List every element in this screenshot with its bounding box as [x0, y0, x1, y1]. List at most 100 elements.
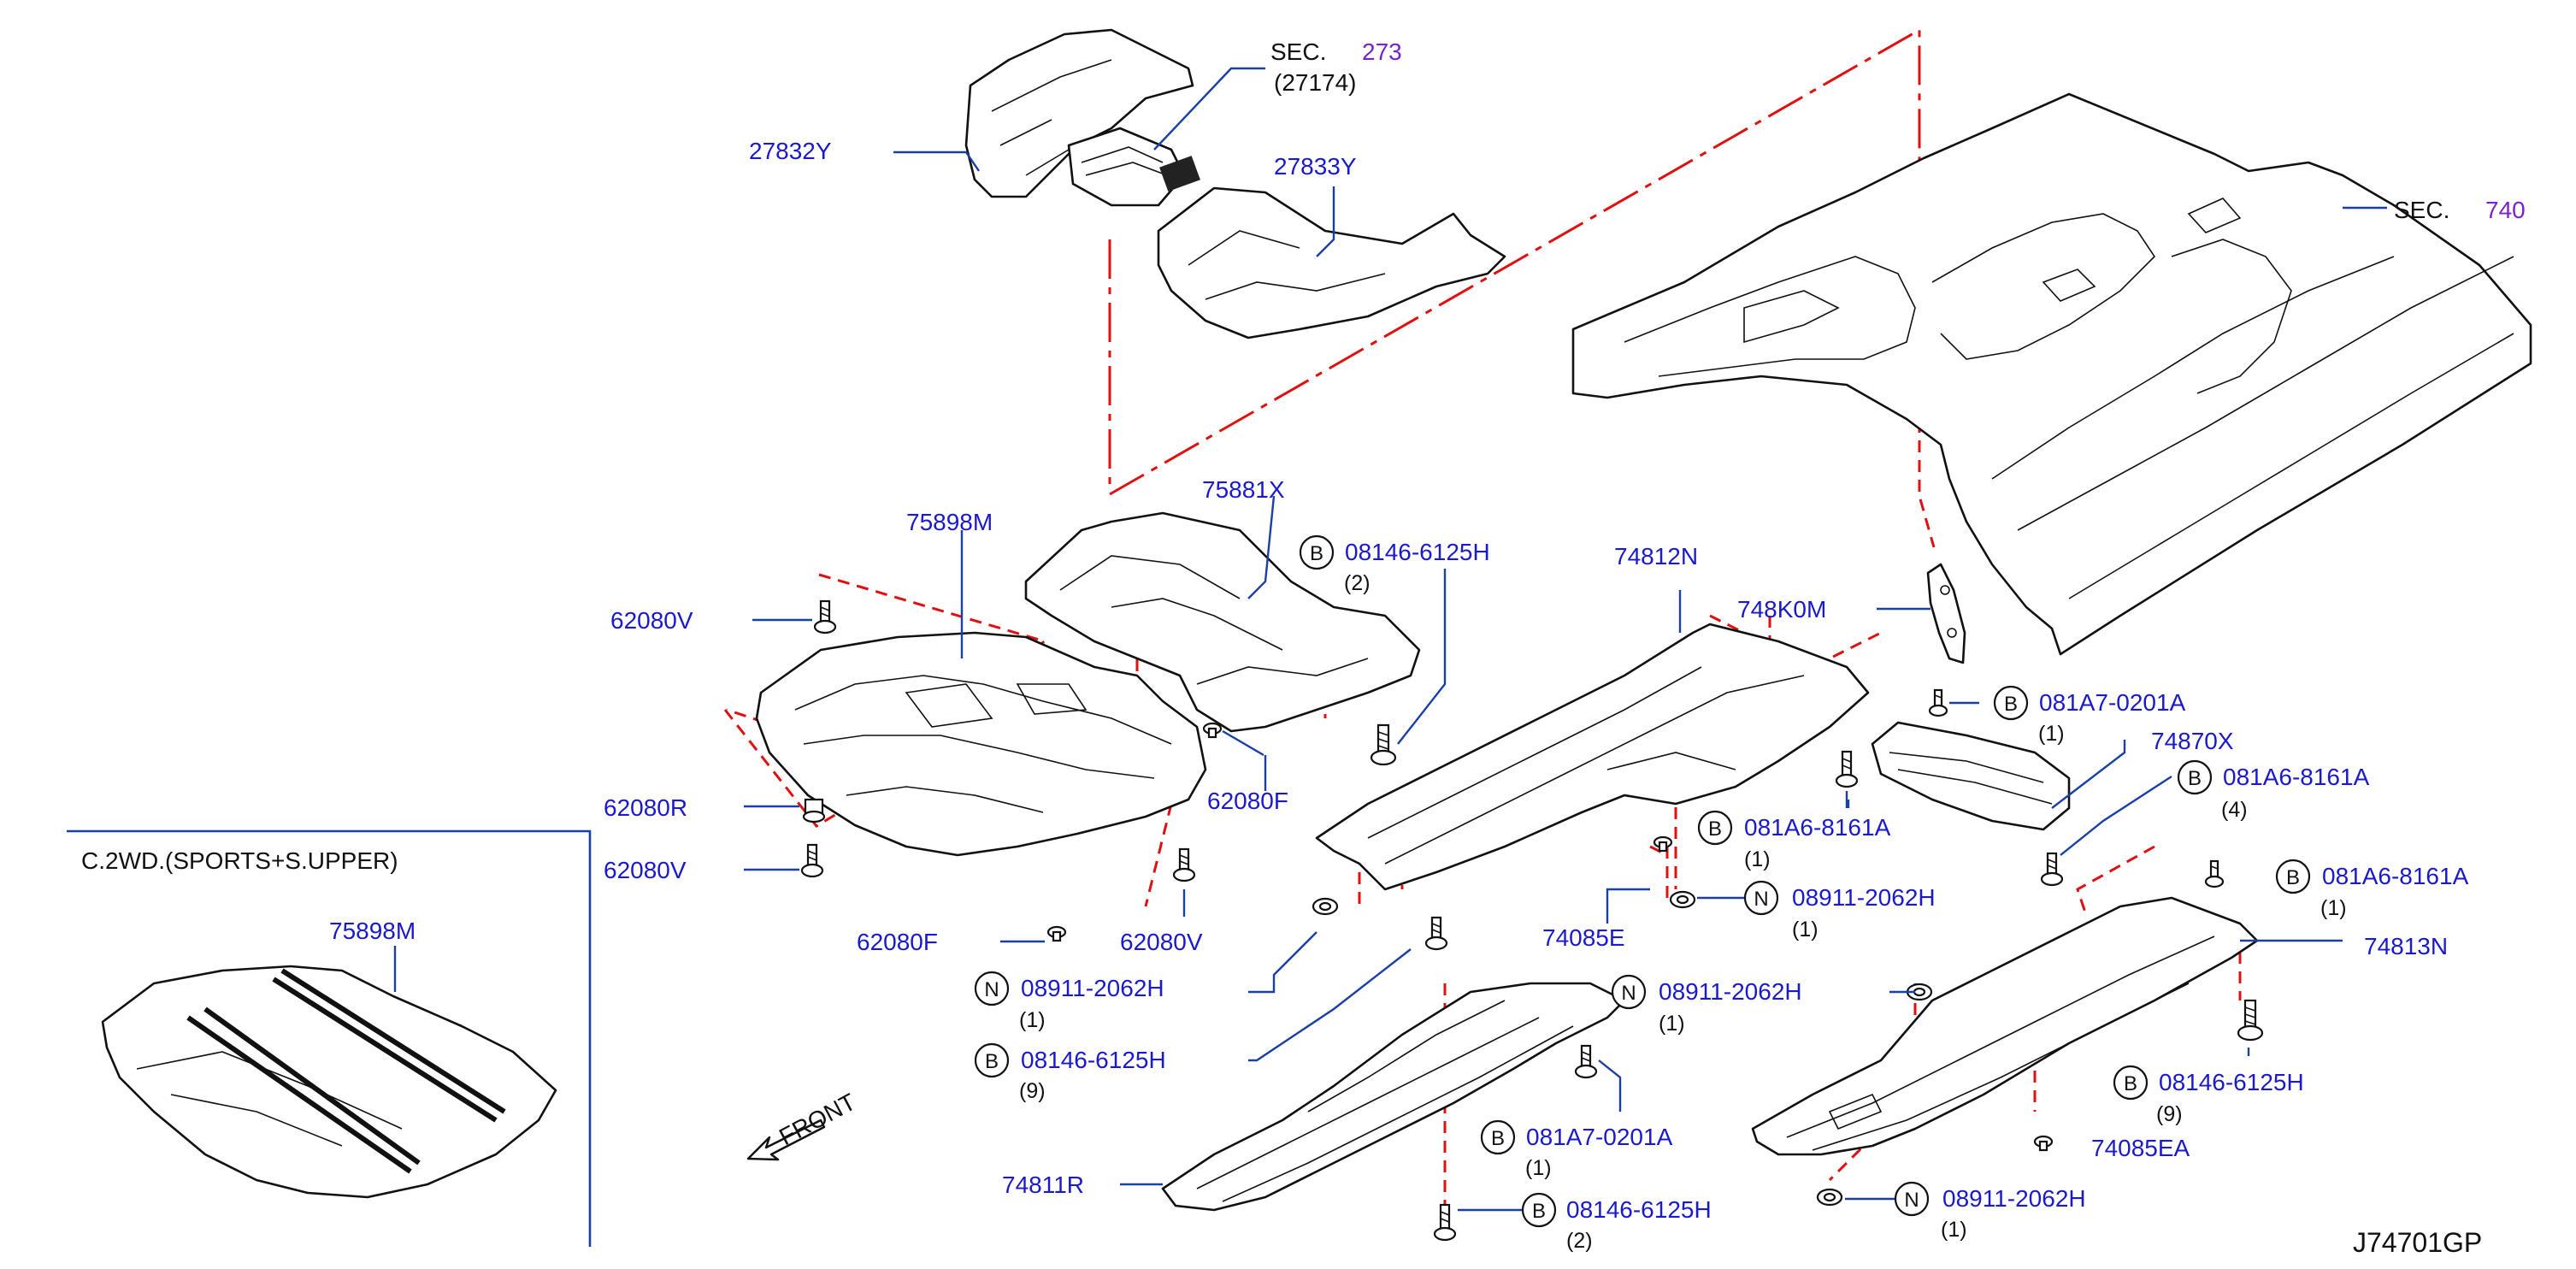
callout-part: 08911-2062H — [1659, 978, 1802, 1005]
callout-qty: (1) — [2320, 896, 2347, 920]
front-arrow-icon — [746, 1118, 826, 1161]
callout-part: 08146-6125H — [1566, 1196, 1712, 1223]
part-label-62080V-a: 62080V — [610, 607, 693, 634]
callout-qty: (2) — [1344, 571, 1371, 595]
fasteners — [800, 599, 2264, 1242]
part-label-75881X: 75881X — [1202, 476, 1285, 503]
part-label-62080F-b: 62080F — [857, 929, 938, 955]
bolt-icon — [1574, 1044, 1598, 1079]
part-label-27833Y: 27833Y — [1274, 153, 1357, 180]
callout-part: 08911-2062H — [1792, 884, 1936, 911]
bolt-icon — [2237, 999, 2264, 1042]
callout-part: 08911-2062H — [1942, 1185, 2086, 1212]
bolt-icon — [2204, 859, 2225, 888]
sec-273-sub: (27174) — [1274, 69, 1357, 96]
inset-part-75898M — [101, 946, 557, 1199]
callout-symbol: N — [1754, 888, 1768, 911]
nut-icon — [1669, 890, 1696, 909]
inset-frame — [67, 829, 592, 1247]
callout-qty: (9) — [2156, 1102, 2183, 1126]
callout-part: 08911-2062H — [1021, 975, 1164, 1001]
part-label-74085E: 74085E — [1542, 924, 1625, 951]
callouts: B 08146-6125H (2) B 081A7-0201A (1) B 08… — [974, 534, 2469, 1253]
callout-symbol: N — [1621, 982, 1636, 1005]
part-75898M-undercover — [755, 631, 1207, 857]
sec-740-number: 740 — [2485, 197, 2526, 223]
diagram-id: J74701GP — [2353, 1227, 2482, 1258]
callout-symbol: B — [2188, 767, 2202, 790]
callout-part: 081A7-0201A — [2039, 689, 2186, 716]
part-label-74811R: 74811R — [1002, 1172, 1084, 1198]
callout-qty: (1) — [2038, 722, 2065, 746]
part-74812N-cover — [1315, 623, 1870, 891]
front-label: FRONT — [775, 1089, 860, 1151]
callout-part: 081A6-8161A — [2322, 863, 2469, 889]
part-748K0M-bracket — [1926, 563, 1966, 664]
clip-icon — [1653, 835, 1673, 853]
callout-qty: (1) — [1019, 1008, 1046, 1032]
callout-qty: (2) — [1566, 1229, 1593, 1253]
part-label-62080V-b: 62080V — [604, 857, 687, 883]
inset-part-label: 75898M — [329, 918, 416, 944]
part-label-74085EA: 74085EA — [2091, 1135, 2190, 1161]
callout-symbol: B — [1532, 1200, 1546, 1223]
callout-part: 08146-6125H — [2159, 1069, 2304, 1095]
part-74813N-cover — [1751, 896, 2259, 1156]
sec-273-prefix: SEC. — [1270, 38, 1326, 65]
callout-part: 08146-6125H — [1345, 539, 1490, 565]
bolt-icon — [1172, 847, 1196, 882]
callout-qty: (1) — [1525, 1156, 1552, 1180]
callout-symbol: B — [2004, 693, 2018, 716]
nut-icon — [1816, 1188, 1843, 1207]
floor-pan-sec-740 — [1571, 92, 2532, 656]
clip-icon — [802, 798, 826, 823]
labels: SEC. 273 (27174) SEC. 740 27832Y 27833Y … — [604, 38, 2526, 1198]
callout-part: 081A6-8161A — [2223, 764, 2370, 790]
callout-symbol: N — [1904, 1189, 1919, 1212]
part-label-748K0M: 748K0M — [1737, 596, 1826, 623]
bolt-icon — [1433, 1203, 1457, 1242]
nut-icon — [1312, 897, 1339, 916]
callout-symbol: B — [1310, 542, 1323, 565]
leader-lines — [744, 67, 2343, 1186]
bolt-icon — [1370, 723, 1397, 766]
part-label-62080V-c: 62080V — [1120, 929, 1203, 955]
clip-icon — [1046, 925, 1067, 942]
callout-part: 081A7-0201A — [1526, 1124, 1673, 1150]
bolt-icon — [813, 599, 837, 634]
duct-connector-27174 — [1067, 127, 1200, 207]
callout-part: 081A6-8161A — [1744, 814, 1891, 841]
callout-qty: (4) — [2221, 798, 2248, 822]
part-label-74812N: 74812N — [1614, 543, 1698, 570]
clip-icon — [1202, 722, 1223, 739]
bolt-icon — [1424, 916, 1448, 951]
bolt-icon — [1928, 688, 1948, 717]
callout-symbol: B — [1708, 817, 1722, 841]
part-label-75898M: 75898M — [906, 509, 993, 535]
bolt-icon — [2040, 852, 2064, 887]
bolt-icon — [800, 843, 824, 878]
part-label-74813N: 74813N — [2364, 933, 2448, 959]
callout-symbol: B — [985, 1050, 999, 1073]
callout-qty: (1) — [1744, 847, 1771, 871]
callout-qty: (9) — [1019, 1079, 1046, 1103]
part-label-74870X: 74870X — [2151, 728, 2234, 754]
clip-icon — [2033, 1135, 2054, 1152]
sec-273-number: 273 — [1362, 38, 1402, 65]
part-label-62080F-a: 62080F — [1207, 788, 1288, 814]
part-74811R-cover — [1161, 982, 1626, 1212]
callout-qty: (1) — [1792, 918, 1819, 941]
callout-qty: (1) — [1941, 1218, 1967, 1242]
callout-symbol: N — [984, 978, 999, 1001]
bolt-icon — [1835, 750, 1859, 788]
part-27832Y-duct — [964, 28, 1194, 198]
callout-symbol-circle — [1299, 534, 1335, 570]
part-74870X-panel — [1871, 721, 2071, 831]
callout-part: 08146-6125H — [1021, 1047, 1166, 1073]
part-label-62080R: 62080R — [604, 794, 687, 821]
callout-symbol: B — [1491, 1127, 1505, 1150]
part-27833Y-duct — [1157, 186, 1506, 339]
callout-symbol: B — [2124, 1072, 2137, 1095]
part-75881X-cover — [1024, 511, 1421, 733]
